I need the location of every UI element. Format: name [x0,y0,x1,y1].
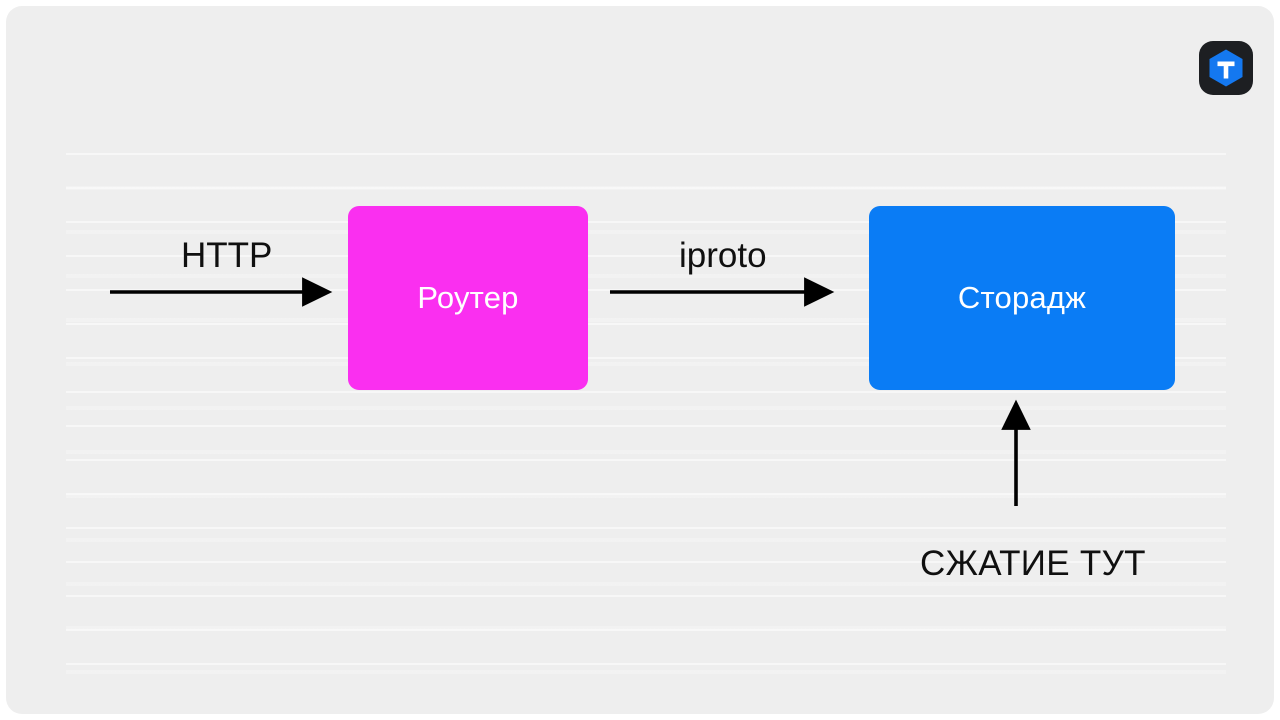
annotation-compression-here: СЖАТИЕ ТУТ [920,544,1146,583]
node-router: Роутер [348,206,588,390]
node-storage: Сторадж [869,206,1175,390]
tarantool-logo-badge [1199,41,1253,95]
tarantool-logo-icon [1209,49,1243,87]
edge-label-iproto: iproto [679,236,767,275]
edge-label-http: HTTP [181,236,273,275]
slide-canvas: HTTP iproto Роутер Сторадж СЖАТИЕ ТУТ [6,6,1274,714]
